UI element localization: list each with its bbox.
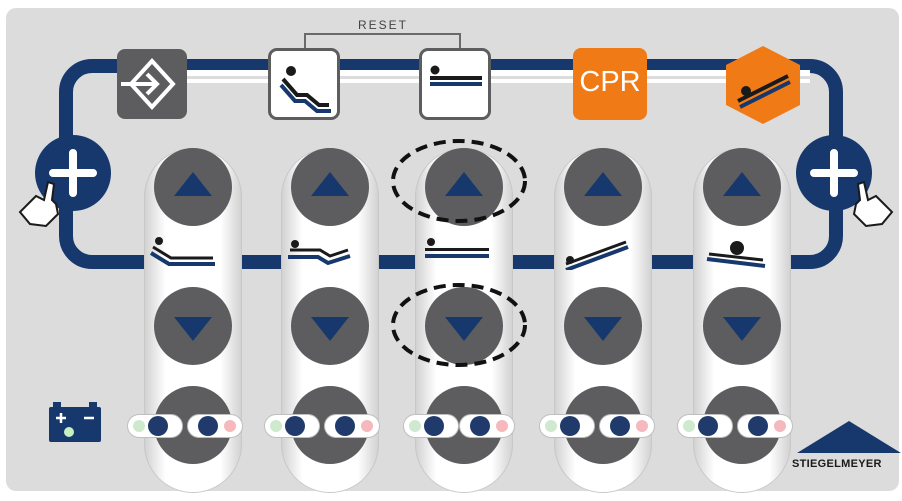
triangle-down-icon: [311, 317, 349, 341]
triangle-down-icon: [723, 317, 761, 341]
lock-icon: [470, 416, 490, 436]
tilt-unlock-toggle[interactable]: [540, 415, 594, 437]
roll-icon: [706, 241, 766, 268]
trendelenburg-icon: [737, 74, 791, 109]
plus-icon: [810, 149, 858, 197]
flat-bed-icon: [430, 65, 482, 86]
roll-lock-toggle[interactable]: [738, 415, 792, 437]
unlock-icon: [424, 416, 444, 436]
triangle-up-icon: [584, 172, 622, 196]
leg-rest-lock-toggle[interactable]: [325, 415, 379, 437]
unlock-led: [545, 420, 557, 432]
height-unlock-toggle[interactable]: [404, 415, 458, 437]
unlock-led: [133, 420, 145, 432]
height-up-button[interactable]: [425, 148, 503, 226]
lock-icon: [198, 416, 218, 436]
battery-icon: [49, 402, 101, 442]
unlock-led: [683, 420, 695, 432]
tilt-icon: [565, 240, 629, 270]
highlight-outline: [391, 139, 527, 367]
roll-unlock-toggle[interactable]: [678, 415, 732, 437]
triangle-down-icon: [584, 317, 622, 341]
lock-led: [636, 420, 648, 432]
unlock-icon: [698, 416, 718, 436]
unlock-led: [409, 420, 421, 432]
reset-label: RESET: [358, 18, 409, 32]
exit-arrow-icon: [121, 58, 176, 110]
lock-led: [224, 420, 236, 432]
brand-name: STIEGELMEYER: [792, 458, 882, 470]
roll-up-button[interactable]: [703, 148, 781, 226]
left-plus-button[interactable]: [35, 135, 111, 211]
lock-icon: [335, 416, 355, 436]
triangle-up-icon: [723, 172, 761, 196]
flat-mode-button[interactable]: [419, 48, 491, 120]
triangle-down-icon: [445, 317, 483, 341]
unlock-icon: [560, 416, 580, 436]
height-icon: [425, 238, 489, 258]
cpr-label: CPR: [579, 66, 641, 98]
triangle-up-icon: [174, 172, 212, 196]
lock-icon: [610, 416, 630, 436]
tilt-lock-toggle[interactable]: [600, 415, 654, 437]
hand-pointer-icon: [18, 180, 60, 228]
back-rest-unlock-toggle[interactable]: [128, 415, 182, 437]
tilt-down-button[interactable]: [564, 287, 642, 365]
lock-led: [496, 420, 508, 432]
height-lock-toggle[interactable]: [460, 415, 514, 437]
exit-mode-button[interactable]: [117, 49, 187, 119]
lock-led: [774, 420, 786, 432]
trendelenburg-button[interactable]: [724, 44, 802, 126]
cpr-button[interactable]: CPR: [573, 48, 647, 120]
triangle-up-icon: [445, 172, 483, 196]
brand-logo-icon: [797, 421, 901, 453]
chair-mode-button[interactable]: [268, 48, 340, 120]
plus-icon: [49, 149, 97, 197]
back-rest-up-button[interactable]: [154, 148, 232, 226]
back-rest-lock-toggle[interactable]: [188, 415, 242, 437]
lock-led: [361, 420, 373, 432]
triangle-up-icon: [311, 172, 349, 196]
height-down-button[interactable]: [425, 287, 503, 365]
triangle-down-icon: [174, 317, 212, 341]
roll-down-button[interactable]: [703, 287, 781, 365]
leg-rest-up-button[interactable]: [291, 148, 369, 226]
chair-position-icon: [279, 66, 331, 113]
tilt-up-button[interactable]: [564, 148, 642, 226]
hand-pointer-icon: [852, 180, 894, 228]
unlock-icon: [285, 416, 305, 436]
lock-icon: [748, 416, 768, 436]
unlock-led: [270, 420, 282, 432]
back-rest-icon: [149, 237, 215, 266]
unlock-icon: [148, 416, 168, 436]
leg-rest-icon: [288, 240, 351, 266]
leg-rest-down-button[interactable]: [291, 287, 369, 365]
back-rest-down-button[interactable]: [154, 287, 232, 365]
leg-rest-unlock-toggle[interactable]: [265, 415, 319, 437]
